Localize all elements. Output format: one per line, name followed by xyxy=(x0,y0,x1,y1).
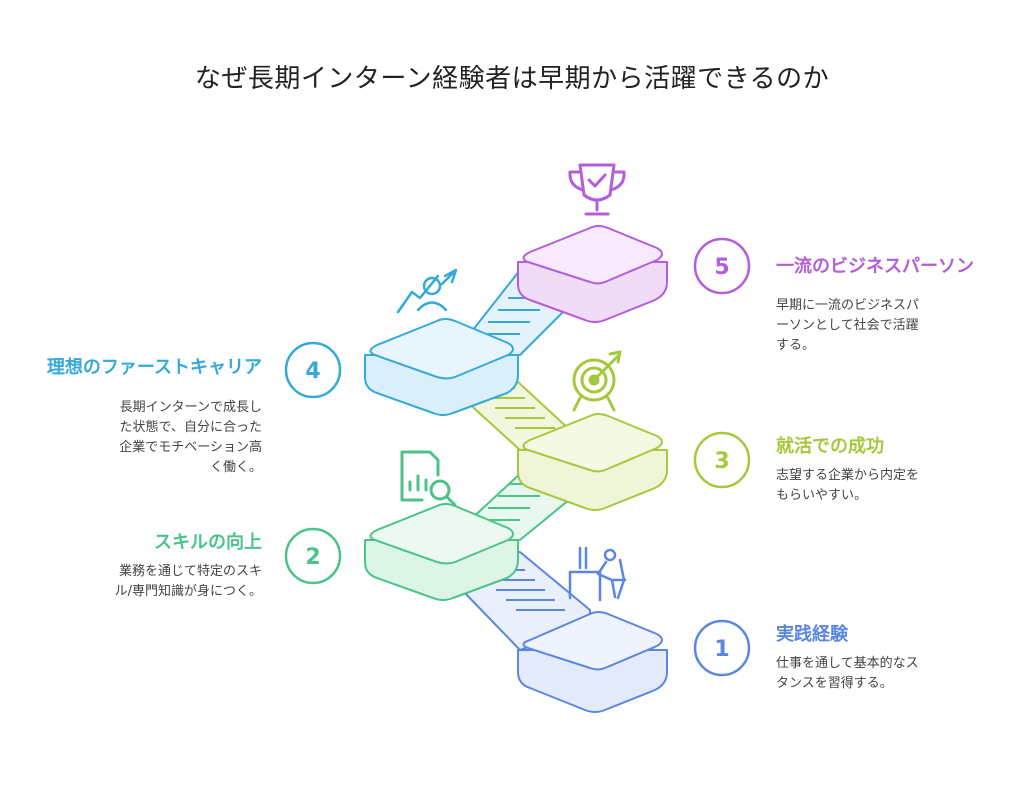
platform-2 xyxy=(364,503,519,601)
step-5-description: 早期に一流のビジネスパ ーソンとして社会で活躍 する。 xyxy=(776,296,966,356)
platform-1 xyxy=(517,611,668,713)
step-1-desc-line: タンスを習得する。 xyxy=(776,676,893,691)
step-5-desc-line: ーソンとして社会で活躍 xyxy=(776,318,919,333)
platform-4 xyxy=(364,318,519,416)
step-4-desc-line: 企業でモチベーション高 xyxy=(119,440,262,455)
step-number-2: 2 xyxy=(305,545,320,570)
step-number-4: 4 xyxy=(305,359,320,384)
page-title: なぜ長期インターン経験者は早期から活躍できるのか xyxy=(194,64,830,94)
step-4-desc-line: 長期インターンで成長し xyxy=(119,400,262,415)
step-4-desc-line: く働く。 xyxy=(209,460,262,475)
trophy-icon xyxy=(568,163,626,216)
step-number-5: 5 xyxy=(714,255,729,280)
step-4-heading: 理想のファーストキャリア xyxy=(46,357,262,378)
step-circle-4: 4 xyxy=(284,341,342,399)
career-growth-icon xyxy=(396,268,458,314)
target-icon xyxy=(572,350,622,412)
step-5-desc-line: 早期に一流のビジネスパ xyxy=(776,298,920,313)
step-5-desc-line: する。 xyxy=(776,338,816,353)
step-1-heading: 実践経験 xyxy=(776,624,848,645)
step-number-1: 1 xyxy=(714,637,729,662)
step-4-description: 長期インターンで成長し た状態で、自分に合った 企業でモチベーション高 く働く。 xyxy=(60,398,262,478)
step-5-heading: 一流のビジネスパーソン xyxy=(776,256,974,277)
platform-3 xyxy=(517,413,668,511)
step-3-description: 志望する企業から内定を もらいやすい。 xyxy=(776,466,966,506)
step-circle-5: 5 xyxy=(693,237,751,295)
document-search-icon xyxy=(400,450,457,507)
step-2-heading: スキルの向上 xyxy=(154,532,262,553)
step-circle-1: 1 xyxy=(693,619,751,677)
step-number-3: 3 xyxy=(714,449,729,474)
desk-worker-icon xyxy=(568,546,627,602)
step-3-heading: 就活での成功 xyxy=(776,436,884,457)
step-circle-3: 3 xyxy=(693,431,751,489)
step-3-desc-line: もらいやすい。 xyxy=(776,488,868,503)
step-2-desc-line: 業務を通じて特定のスキ xyxy=(118,564,262,579)
step-1-description: 仕事を通して基本的なス タンスを習得する。 xyxy=(776,654,966,694)
step-3-desc-line: 志望する企業から内定を xyxy=(776,468,920,483)
step-4-desc-line: た状態で、自分に合った xyxy=(119,420,262,435)
step-2-description: 業務を通じて特定のスキ ル/専門知識が身につく。 xyxy=(60,562,262,602)
step-circle-2: 2 xyxy=(284,527,342,585)
step-2-desc-line: ル/専門知識が身につく。 xyxy=(114,584,262,599)
platform-5 xyxy=(517,225,668,323)
step-1-desc-line: 仕事を通して基本的なス xyxy=(776,656,919,671)
